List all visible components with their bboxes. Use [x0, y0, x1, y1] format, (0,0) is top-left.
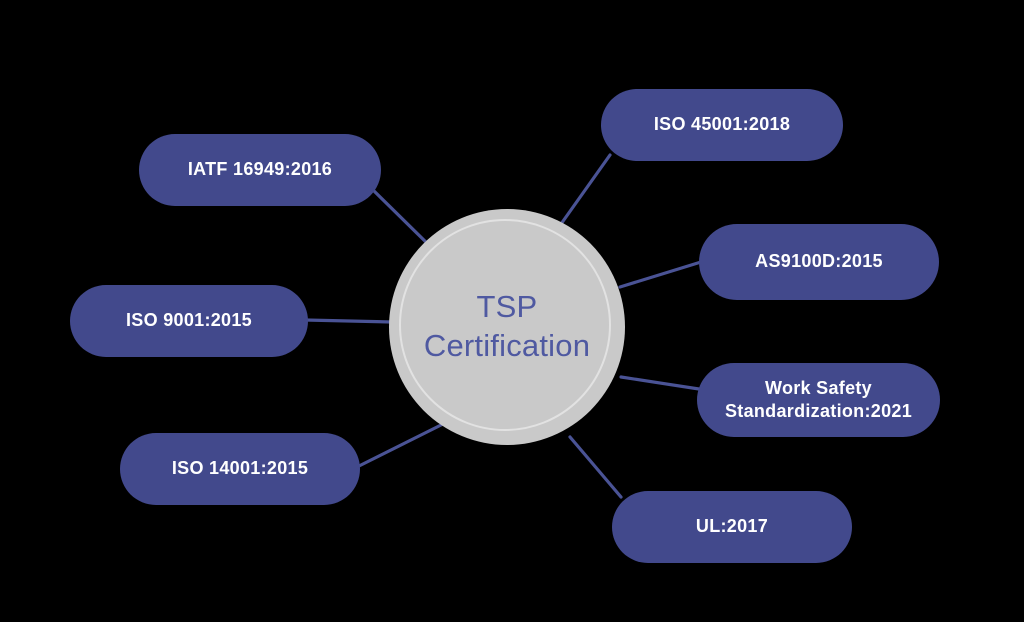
- connector-iatf-16949: [369, 186, 435, 251]
- connector-iso-14001: [357, 422, 445, 468]
- node-as9100d[interactable]: AS9100D:2015: [699, 224, 939, 300]
- hub-node[interactable]: TSP Certification: [389, 209, 625, 445]
- connector-ul: [568, 435, 623, 499]
- node-iso-9001[interactable]: ISO 9001:2015: [70, 285, 308, 357]
- hub-ring: [399, 219, 611, 431]
- node-label: ISO 45001:2018: [653, 114, 791, 135]
- hub-label: TSP Certification: [423, 289, 591, 363]
- node-label: ISO 14001:2015: [171, 458, 309, 479]
- node-iso-14001[interactable]: ISO 14001:2015: [120, 433, 360, 505]
- node-work-safety[interactable]: Work Safety Standardization:2021: [697, 363, 940, 437]
- node-label: IATF 16949:2016: [187, 159, 333, 180]
- node-ul[interactable]: UL:2017: [612, 491, 852, 563]
- node-iso-45001[interactable]: ISO 45001:2018: [601, 89, 843, 161]
- connector-iso-45001: [559, 153, 612, 226]
- node-label: ISO 9001:2015: [126, 310, 252, 331]
- node-label: Work Safety Standardization:2021: [724, 377, 913, 421]
- node-label: AS9100D:2015: [755, 251, 883, 272]
- node-label: UL:2017: [695, 516, 769, 537]
- connector-as9100d: [618, 260, 703, 289]
- connector-iso-9001: [303, 318, 394, 324]
- node-iatf-16949[interactable]: IATF 16949:2016: [139, 134, 381, 206]
